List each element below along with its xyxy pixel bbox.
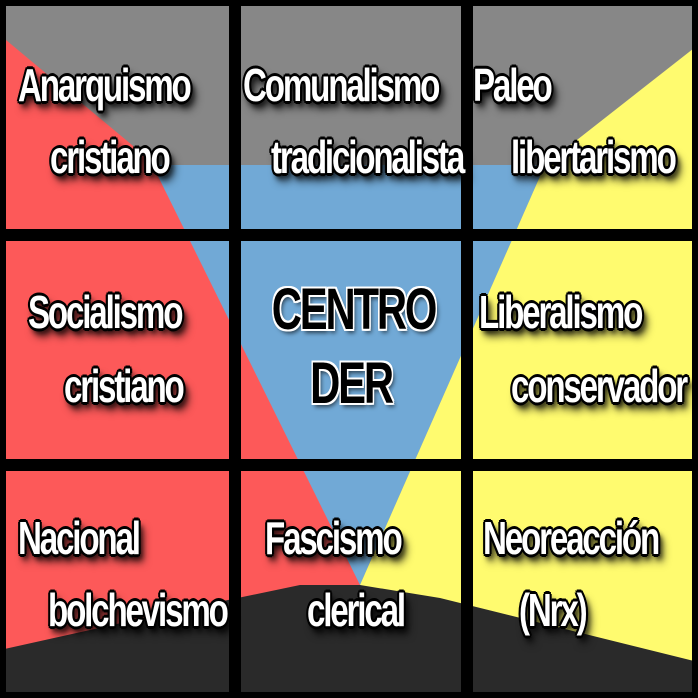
cell-top-left: Anarquismo cristiano <box>6 6 228 228</box>
cell-bottom-right-line2: (Nrx) <box>519 584 588 636</box>
cell-top-center-line1: Comunalismo <box>243 59 440 111</box>
cell-mid-left-line1: Socialismo <box>28 286 183 338</box>
cell-bottom-right-line1: Neoreacción <box>483 512 660 564</box>
cell-top-left-line2: cristiano <box>50 131 171 183</box>
cell-mid-left-line2: cristiano <box>64 360 185 412</box>
cell-top-center: Comunalismo tradicionalista <box>241 6 465 228</box>
region-yellow <box>360 45 698 698</box>
center-line1: CENTRO <box>271 277 438 342</box>
cell-mid-right-line1: Liberalismo <box>479 286 643 338</box>
cell-bottom-center: Fascismo clerical <box>241 471 463 693</box>
cell-mid-right: Liberalismo conservador <box>473 241 695 463</box>
region-dark <box>0 585 698 698</box>
cell-bottom-left-line1: Nacional <box>18 512 141 564</box>
cell-top-center-line2: tradicionalista <box>271 131 465 183</box>
region-blue <box>150 165 545 585</box>
cell-bottom-right: Neoreacción (Nrx) <box>473 471 695 693</box>
region-red <box>0 35 360 698</box>
cell-center: CENTRO DER <box>241 241 461 463</box>
cell-top-right-line1: Paleo <box>473 59 553 111</box>
cell-top-right: Paleo libertarismo <box>473 6 695 228</box>
cell-bottom-center-line1: Fascismo <box>265 512 403 564</box>
cell-bottom-left-line2: bolchevismo <box>48 584 229 636</box>
cell-top-left-line1: Anarquismo <box>18 59 192 111</box>
cell-top-right-line2: libertarismo <box>511 131 677 183</box>
cell-mid-left: Socialismo cristiano <box>6 241 228 463</box>
cell-bottom-left: Nacional bolchevismo <box>6 471 229 693</box>
cell-mid-right-line2: conservador <box>511 360 688 412</box>
center-line2: DER <box>310 351 394 416</box>
cell-bottom-center-line2: clerical <box>307 584 406 636</box>
